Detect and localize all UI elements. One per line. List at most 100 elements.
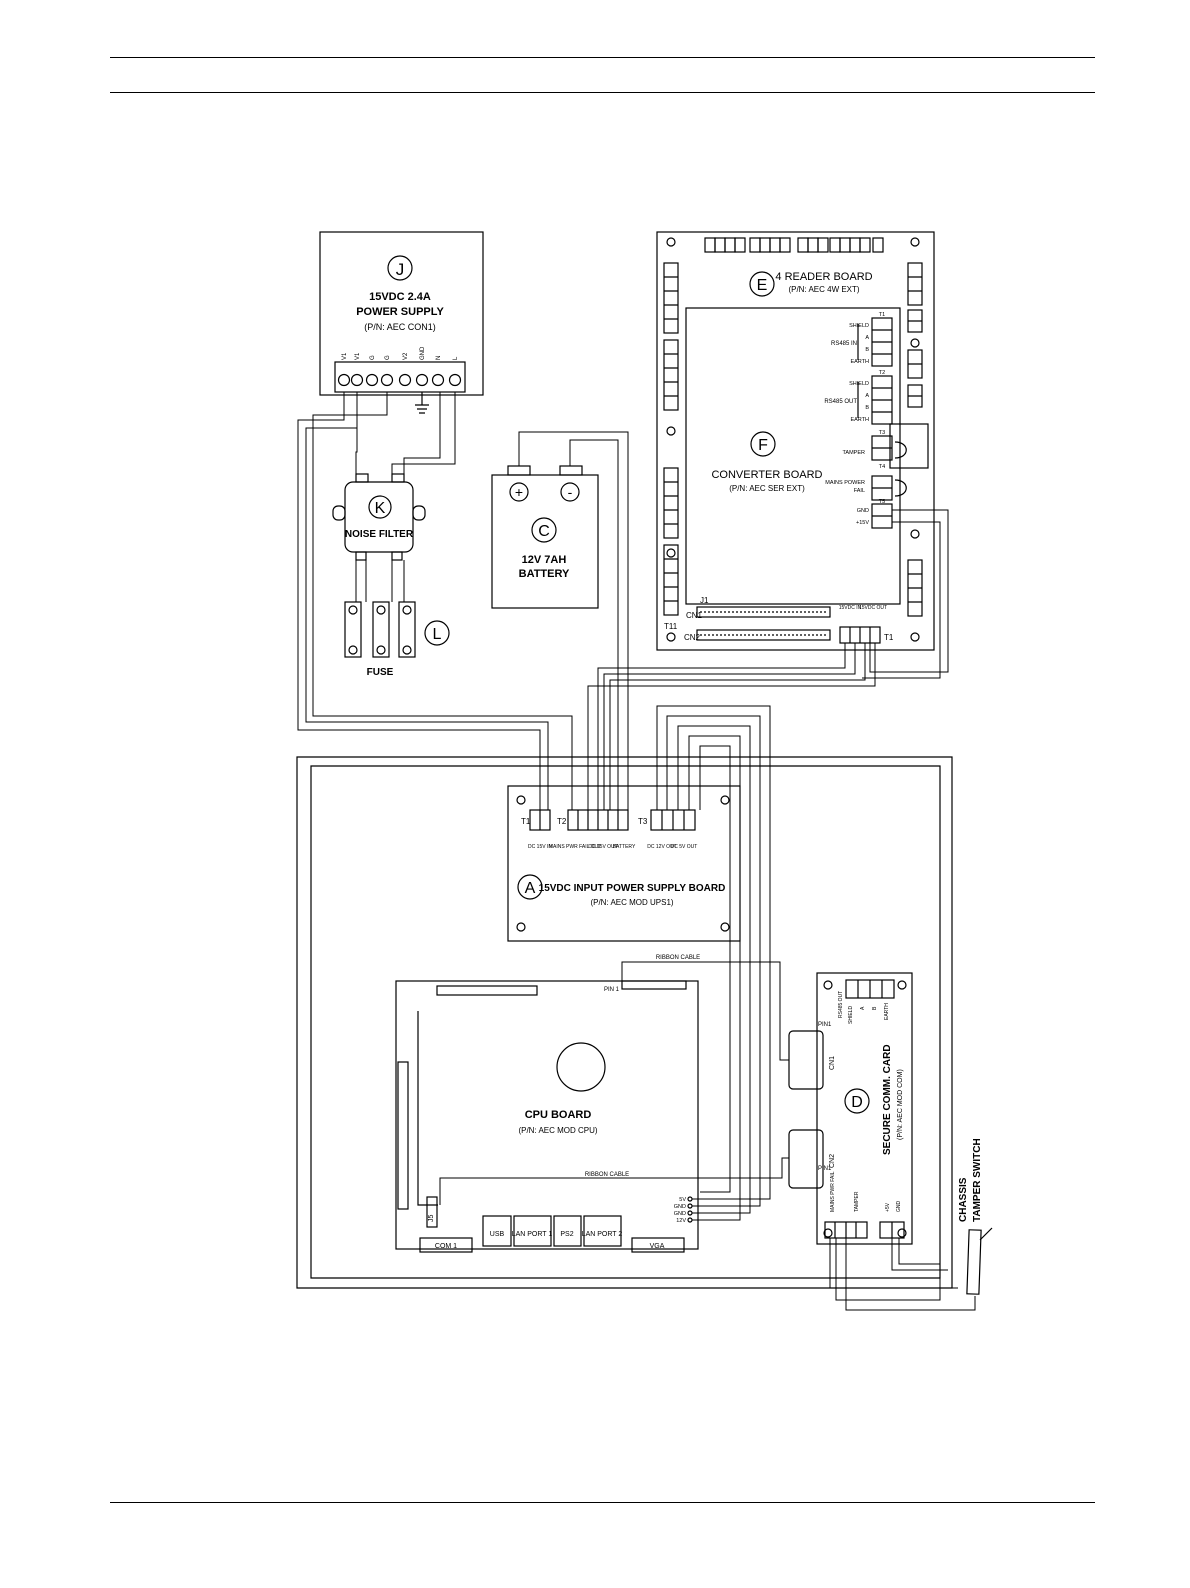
mains-power-label: MAINS POWER [825,480,865,486]
cpu-pin1: PIN 1 [604,987,620,993]
ps-terminal-screws [337,373,462,387]
comm-gnd: GND [896,1201,902,1213]
header-rule-bottom [110,92,1095,93]
cn2-label: CN2 [684,633,701,642]
t2-shield: SHIELD [849,381,869,387]
ribbon-cable-mid: RIBBON CABLE [585,1172,629,1178]
ps-terminal-g-b: G [385,355,391,360]
comm-a: A [860,1006,866,1010]
cn1-socket [788,1030,824,1090]
plus15v-label: +15V [856,520,869,526]
t11-label: T11 [664,622,678,631]
ps-title-1: 15VDC 2.4A [369,291,431,303]
port-vga: VGA [650,1243,665,1250]
ribbon-cable-top: RIBBON CABLE [656,955,700,961]
port-com1: COM 1 [435,1243,457,1250]
letter-l: L [433,626,442,643]
cpu-board-pn: (P/N: AEC MOD CPU) [518,1126,597,1135]
comm-cn2: CN2 [829,1154,836,1168]
letter-j: J [396,260,405,279]
cpu-header-left [397,1061,409,1210]
cpu-pin-gnd-b: GND [674,1211,686,1217]
label-circle-j [387,255,413,281]
reader-left-terminals [663,262,679,616]
vga-connector [631,1237,685,1253]
gnd-label: GND [857,508,869,514]
comm-pin1-bottom: PIN1 [818,1166,832,1172]
reader-board-title: 4 READER BOARD [775,271,872,283]
conv-t5: T5 [879,499,885,505]
comm-rs485-out: RS485 OUT [838,991,844,1018]
wiring [297,392,976,1311]
comm-b: B [872,1006,878,1010]
j5-connector [426,1196,438,1228]
ps-terminal-l: L [453,356,459,360]
cpu-pin-gnd-a: GND [674,1204,686,1210]
conv-t1: T1 [879,312,885,318]
ups-mains-fail-out: MAINS PWR FAIL OUT [549,844,601,850]
ps-terminal-v1-a: V1 [342,352,348,360]
cpu-pin-5v: 5V [679,1197,686,1203]
ups-t1-label: T1 [521,817,531,826]
ups-dc15-in: DC 15V IN [528,844,552,850]
letter-e: E [757,277,768,294]
ps-part-number: (P/N: AEC CON1) [364,322,436,332]
ups-dc5-out: DC 5V OUT [671,844,698,850]
letter-a: A [525,880,536,897]
converter-pn: (P/N: AEC SER EXT) [729,484,805,493]
reader-right-terminals [907,262,923,617]
cpu-battery-cell [556,1042,606,1092]
comm-mains-fail: MAINS PWR FAIL [830,1171,836,1212]
ups-dc12-out: DC 12V OUT [647,844,676,850]
label-circle-d [844,1088,870,1114]
ups-board-a [507,785,741,942]
comm-shield: SHIELD [848,1006,854,1024]
cn2-socket [788,1129,824,1189]
j5-label: J5 [428,1215,435,1223]
header-rule-top [110,57,1095,58]
ps-terminal-v1-b: V1 [355,352,361,360]
ups-board-pn: (P/N: AEC MOD UPS1) [590,898,673,907]
cn1-label: CN1 [686,611,703,620]
comm-card-pn: (P/N: AEC MOD COM) [897,1069,904,1140]
fuse-label: FUSE [367,667,394,678]
label-circle-c [531,517,557,543]
cn1-connector [696,606,831,618]
battery-plus: + [515,484,523,500]
converter-title: CONVERTER BOARD [711,469,822,481]
battery-title-1: 12V 7AH [522,554,567,566]
cpu-pin-12v: 12V [676,1218,686,1224]
tamper-label: TAMPER [842,450,865,456]
rs485-in-label: RS485 IN [831,341,857,347]
switch-label-2: TAMPER SWITCH [972,1138,983,1222]
conv-t2: T2 [879,370,885,376]
footer-rule [110,1502,1095,1503]
comm-pin1-top: PIN1 [818,1022,832,1028]
t1-a: A [865,335,869,341]
ps-title-2: POWER SUPPLY [356,306,444,318]
converter-t1-bottom: T1 [884,633,894,642]
com1-connector [419,1237,473,1253]
ps-terminal-g-a: G [370,355,376,360]
label-circle-f [750,431,776,457]
letter-d: D [851,1094,863,1111]
t2-earth: EARTH [850,417,869,423]
t2-a: A [865,393,869,399]
t1-earth: EARTH [850,359,869,365]
fail-label: FAIL [854,488,865,494]
comm-tamper: TAMPER [854,1191,860,1212]
reader-top-terminals [704,237,884,253]
vdc-out-label: 15VDC OUT [859,605,887,611]
tamper-switch [966,1227,993,1295]
reader-board-e [656,231,935,651]
t2-b: B [865,405,869,411]
label-circle-k [368,495,392,519]
label-circle-e [749,271,775,297]
port-lan1: LAN PORT 1 [512,1231,553,1238]
reader-board-pn: (P/N: AEC 4W EXT) [788,285,859,294]
ps-terminal-n: N [436,356,442,360]
j1-label: J1 [700,596,709,605]
vdc-in-label: 15VDC IN [839,605,862,611]
ups-board-title: 15VDC INPUT POWER SUPPLY BOARD [539,883,726,894]
port-ps2: PS2 [560,1231,573,1238]
